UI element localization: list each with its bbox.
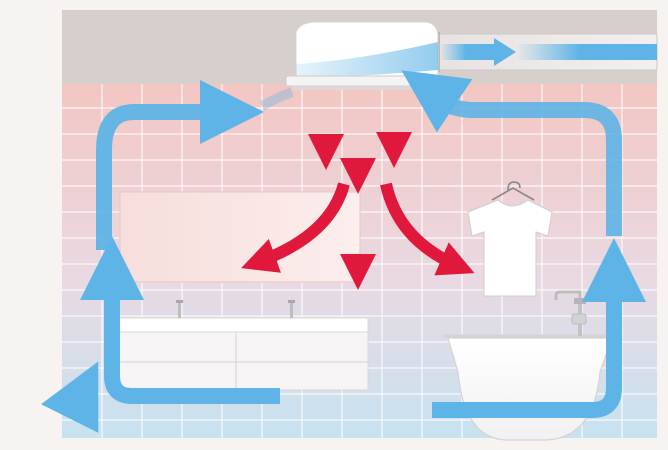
loop-left-up xyxy=(96,104,230,250)
mirror-panel xyxy=(119,191,361,283)
warm-airflow xyxy=(241,96,475,290)
bath-faucet xyxy=(554,290,587,336)
ceiling-heater-unit xyxy=(285,21,439,90)
warm-arrow-down-right-2 xyxy=(380,182,475,276)
loop-bottom-right xyxy=(432,290,622,418)
warm-arrow-down-left-2 xyxy=(241,182,350,273)
tshirt-icon xyxy=(467,181,553,297)
circulation-airflow xyxy=(8,70,646,433)
loop-bottom xyxy=(104,274,280,404)
return-to-unit-arrow xyxy=(401,70,473,133)
vanity-cabinet xyxy=(115,300,369,391)
vanity-faucet-left xyxy=(176,300,183,318)
vanity-faucet-right xyxy=(288,300,295,318)
exhaust-out-arrow xyxy=(440,38,657,66)
